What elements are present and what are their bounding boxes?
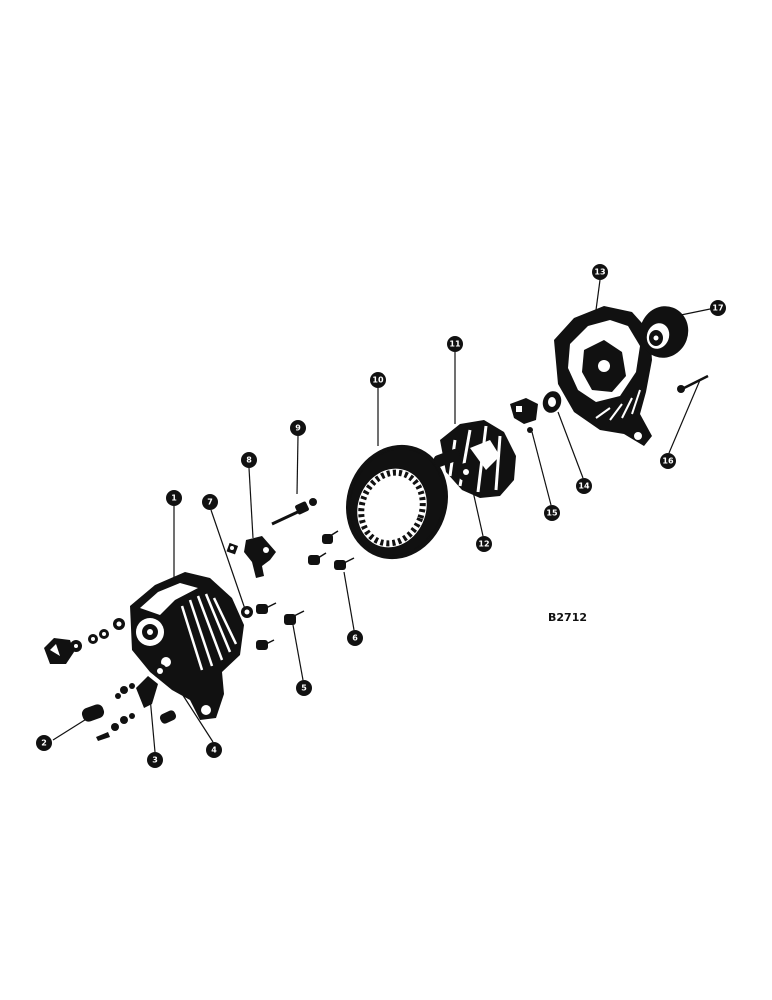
- washer: [153, 664, 177, 724]
- figure-id-label: B2712: [548, 611, 587, 624]
- callout-label: 5: [301, 684, 307, 693]
- front-housing: [130, 572, 244, 720]
- callout-label: 1: [171, 494, 177, 503]
- callout-15: 15: [544, 505, 560, 521]
- callout-label: 3: [152, 756, 158, 765]
- callout-11: 11: [447, 336, 463, 352]
- callout-13: 13: [592, 264, 608, 280]
- callout-label: 16: [662, 457, 674, 466]
- through-bolt: [271, 498, 317, 526]
- diode-bracket: [96, 676, 158, 741]
- callout-17: 17: [710, 300, 726, 316]
- mounting-screw: [677, 374, 709, 393]
- callouts: 1 2 3 4 5 6 7 8 9 10 11 12 13 14 15 16 1…: [36, 264, 726, 768]
- callout-label: 13: [594, 268, 605, 277]
- callout-10: 10: [370, 372, 386, 388]
- pulley: [639, 306, 689, 358]
- callout-6: 6: [347, 630, 363, 646]
- callout-12: 12: [476, 536, 492, 552]
- insulators: [241, 530, 355, 650]
- callout-1: 1: [166, 490, 182, 506]
- callout-label: 7: [207, 498, 213, 507]
- brush-holder: [510, 398, 538, 433]
- callout-label: 10: [372, 376, 384, 385]
- terminal-nut-and-washers: [44, 618, 125, 664]
- callout-label: 8: [246, 456, 252, 465]
- callout-label: 4: [211, 746, 217, 755]
- callout-5: 5: [296, 680, 312, 696]
- callout-label: 6: [352, 634, 358, 643]
- callout-2: 2: [36, 735, 52, 751]
- rectifier-bracket: [226, 536, 276, 578]
- callout-label: 14: [578, 482, 590, 491]
- callout-8: 8: [241, 452, 257, 468]
- bearing: [542, 391, 562, 413]
- callout-16: 16: [660, 453, 676, 469]
- callout-label: 2: [41, 739, 47, 748]
- callout-14: 14: [576, 478, 592, 494]
- bushing: [81, 704, 105, 722]
- rear-housing: [554, 306, 652, 446]
- callout-label: 17: [712, 304, 723, 313]
- callout-4: 4: [206, 742, 222, 758]
- callout-label: 9: [295, 424, 301, 433]
- callout-label: 11: [449, 340, 461, 349]
- callout-3: 3: [147, 752, 163, 768]
- callout-7: 7: [202, 494, 218, 510]
- callout-label: 15: [546, 509, 558, 518]
- stator: [345, 444, 449, 560]
- callout-9: 9: [290, 420, 306, 436]
- rotor: [433, 420, 516, 498]
- callout-label: 12: [478, 540, 489, 549]
